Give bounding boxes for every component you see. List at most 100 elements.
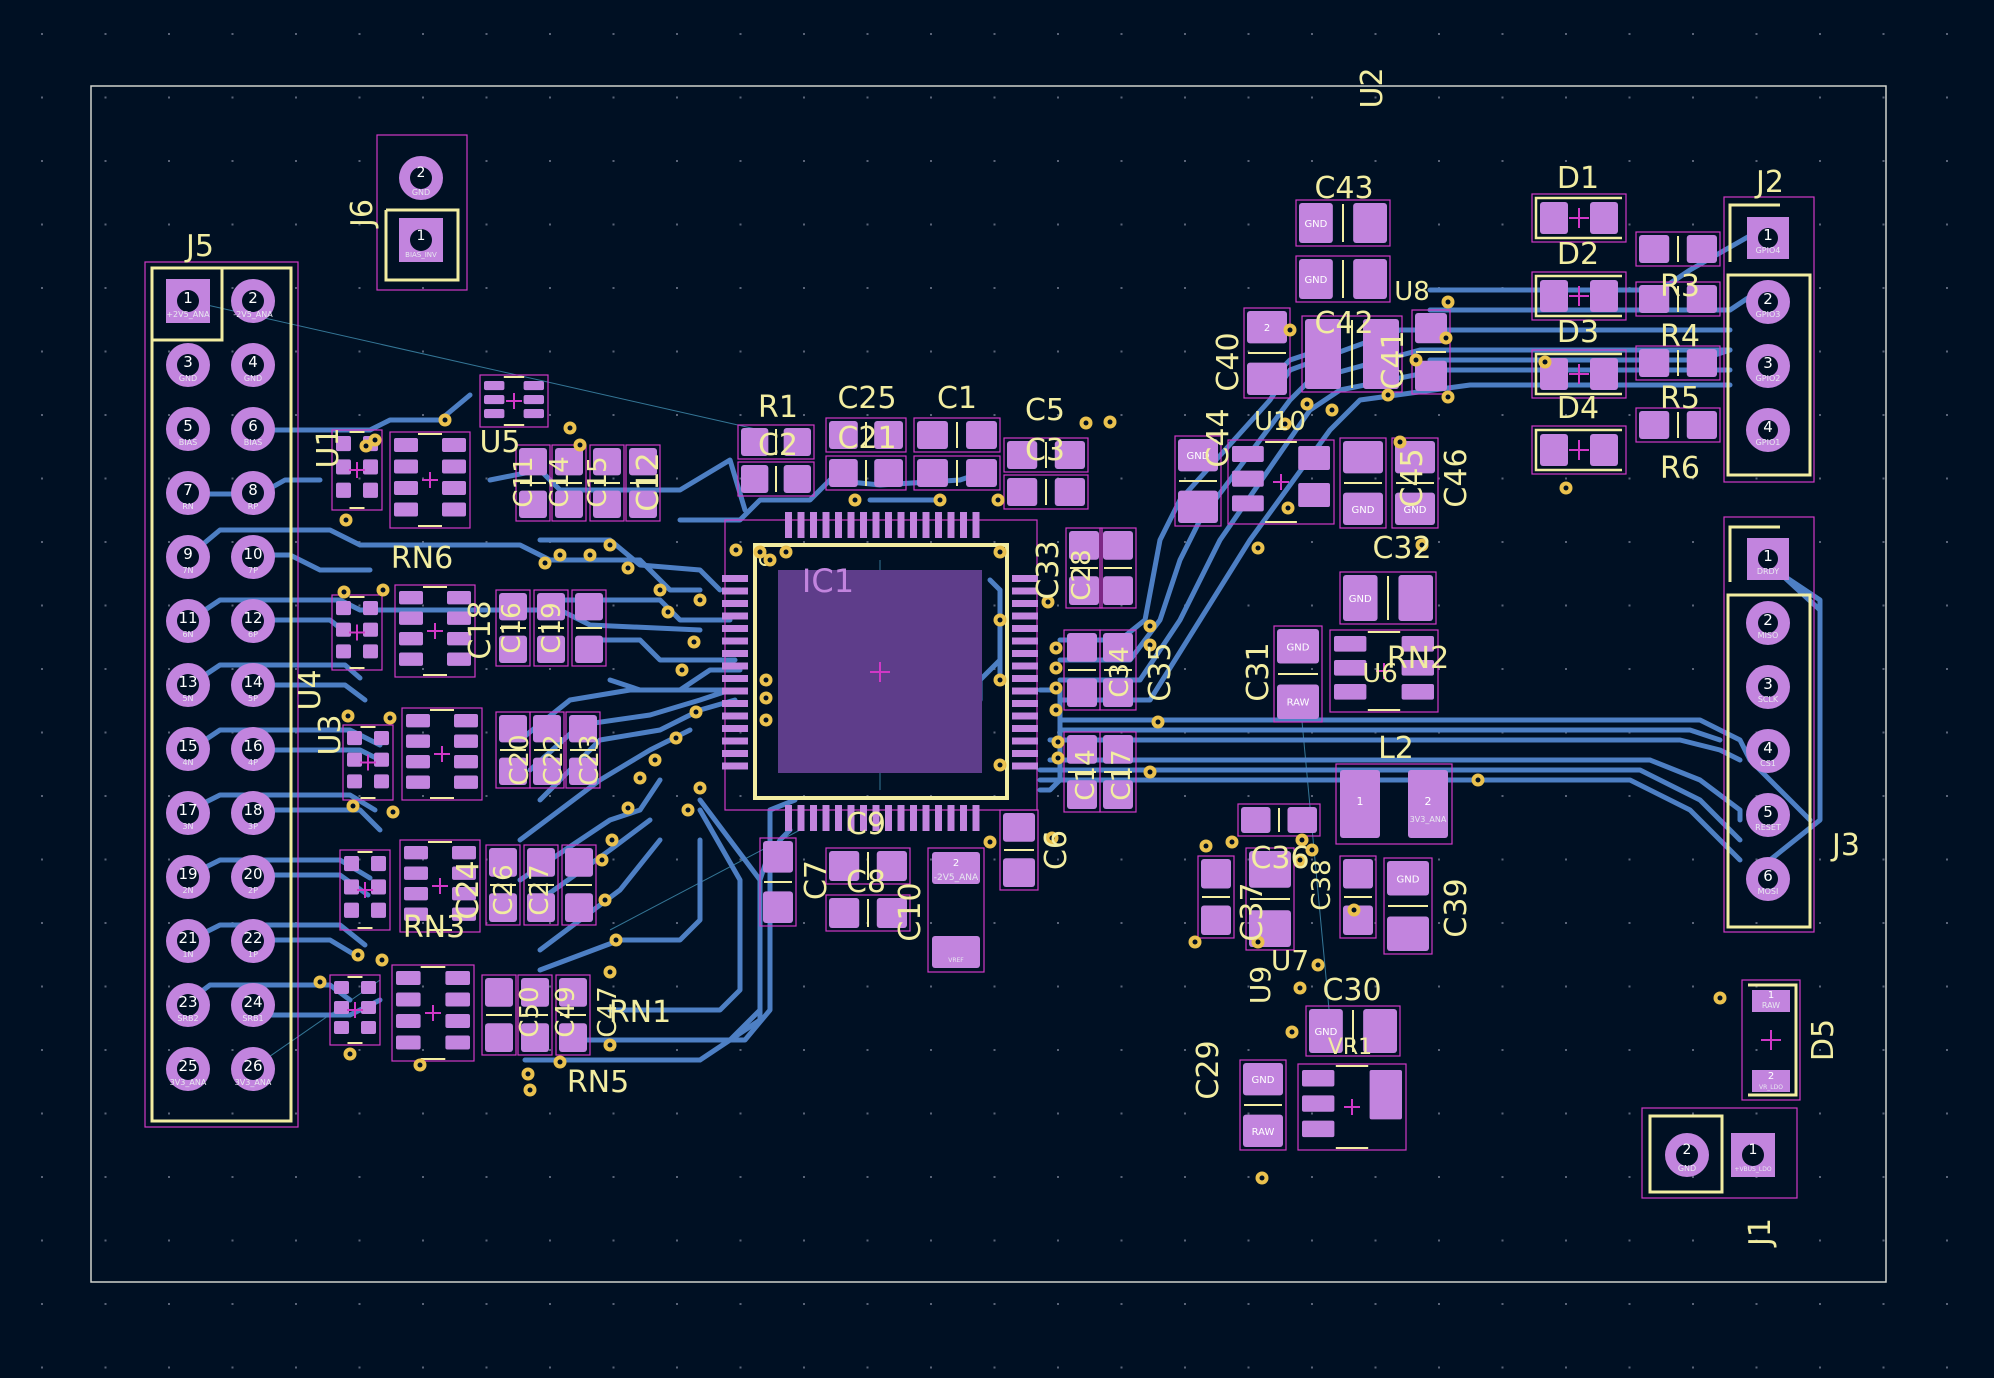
ic1-chip[interactable]: IC1 — [722, 512, 1038, 831]
ic1-pin — [722, 650, 748, 657]
ic-pad — [363, 459, 378, 475]
j1-connector[interactable]: 2 GND 1 +VBUS_LDO J1 — [1641, 1107, 1798, 1248]
cap-pad-label: GND — [1287, 642, 1310, 653]
rn1-ref: RN1 — [609, 995, 671, 1030]
ic1-pin — [722, 762, 748, 770]
j5-pin-net: 5N — [182, 694, 193, 703]
ic-pad — [1298, 483, 1330, 508]
ic-pad — [404, 907, 428, 921]
ic-pad — [1369, 1070, 1402, 1120]
via-drill — [557, 552, 563, 558]
ic-pad — [406, 755, 430, 769]
ic-pad — [363, 644, 378, 659]
ic1-ref: IC1 — [802, 562, 854, 600]
cap-pad — [1305, 319, 1341, 389]
ic-courtyard — [1297, 1063, 1407, 1151]
pin-num: 2 — [1763, 290, 1773, 308]
j5-pin-net: 2N — [182, 886, 193, 895]
ic1-pin — [1012, 587, 1038, 595]
d5-diode[interactable]: 1 RAW 2 VR_LDO D5 — [1741, 979, 1841, 1101]
u3-ref: U3 — [313, 714, 348, 755]
cap-pad-label: RAW — [1287, 698, 1310, 709]
cap-pad — [1353, 203, 1387, 243]
d5-ref: D5 — [1806, 1019, 1841, 1061]
via-drill — [1397, 439, 1403, 445]
pin-num: 3 — [1763, 354, 1773, 372]
cap-courtyard — [551, 444, 587, 522]
cap-pad — [499, 593, 527, 621]
cap-pad — [569, 757, 597, 785]
c39-ref: C39 — [1439, 878, 1474, 937]
u1-ref: U1 — [311, 427, 346, 468]
j3-ref: J3 — [1830, 828, 1860, 863]
cap-pad — [629, 490, 657, 518]
ic-pad — [445, 1035, 470, 1050]
ic-courtyard — [331, 594, 383, 671]
ic1-pin — [1012, 612, 1038, 620]
via-drill — [1285, 505, 1291, 511]
ic-pad — [334, 1021, 349, 1034]
cap-pad — [1686, 285, 1717, 313]
via-drill — [1413, 357, 1419, 363]
j5-connector[interactable]: J5 1+2V5_ANA2-2V5_ANA3GND4GND5BIAS6BIAS7… — [144, 229, 299, 1128]
cap-pad — [1003, 858, 1035, 887]
ic1-pin — [947, 805, 955, 831]
j5-pin-net: 1P — [248, 950, 258, 959]
ic1-pin — [872, 805, 880, 831]
j5-pin-net: 3V3_ANA — [235, 1078, 272, 1087]
j5-drill — [242, 930, 264, 952]
diode-pad — [1540, 280, 1568, 312]
j5-drill — [177, 482, 199, 504]
via-drill — [613, 937, 619, 943]
j5-pin-net: 1N — [182, 950, 193, 959]
ic-pad — [336, 436, 351, 452]
pin-num: 5 — [1763, 803, 1773, 821]
cap-pad — [1277, 629, 1319, 664]
via-drill — [763, 717, 769, 723]
d5-pin2-num: 2 — [1768, 1071, 1774, 1082]
j5-drill — [177, 930, 199, 952]
cap-courtyard — [1295, 255, 1391, 303]
diode-pad — [1590, 280, 1618, 312]
ic-pad — [442, 459, 466, 474]
j5-pin-net: +2V5_ANA — [166, 310, 210, 319]
ic-pad — [347, 774, 362, 789]
via-drill — [417, 1062, 423, 1068]
u10-ref: U10 — [1254, 407, 1306, 437]
diode-silk — [1534, 428, 1622, 472]
via-drill — [372, 437, 378, 443]
vr1-ref: VR1 — [1328, 1035, 1372, 1060]
cap-courtyard — [1339, 437, 1387, 529]
ic1-pin — [722, 712, 748, 720]
l2-pad — [1340, 770, 1380, 838]
via-drill — [1147, 642, 1153, 648]
via-drill — [997, 549, 1003, 555]
via-drill — [691, 639, 697, 645]
ic1-pin — [722, 587, 748, 595]
ic1-pin — [885, 512, 892, 538]
d2-ref: D2 — [1557, 237, 1599, 272]
cap-pad — [489, 848, 517, 877]
pin-net: MISO — [1758, 631, 1779, 640]
j6-connector[interactable]: 2 GND 1 BIAS_INV J6 — [345, 134, 468, 291]
via-drill — [1192, 939, 1198, 945]
via-drill — [607, 542, 613, 548]
ic1-pin — [1012, 650, 1038, 657]
cap-pad-label: GND — [1404, 505, 1427, 516]
diode-pad — [1590, 358, 1618, 390]
cap-pad-label: GND — [1304, 219, 1327, 230]
cap-pad — [527, 848, 555, 877]
j5-pin-net: RN — [182, 502, 194, 511]
j5-pin-num: 6 — [248, 417, 258, 435]
ic1-pin — [910, 805, 917, 831]
j6-pin1-num: 1 — [417, 228, 426, 244]
via-drill — [997, 617, 1003, 623]
via-drill — [599, 857, 605, 863]
ic1-pin — [935, 805, 942, 831]
c5-ref: C5 — [1025, 393, 1065, 428]
ic-pad — [344, 856, 359, 872]
c37-ref: C37 — [1235, 882, 1270, 941]
